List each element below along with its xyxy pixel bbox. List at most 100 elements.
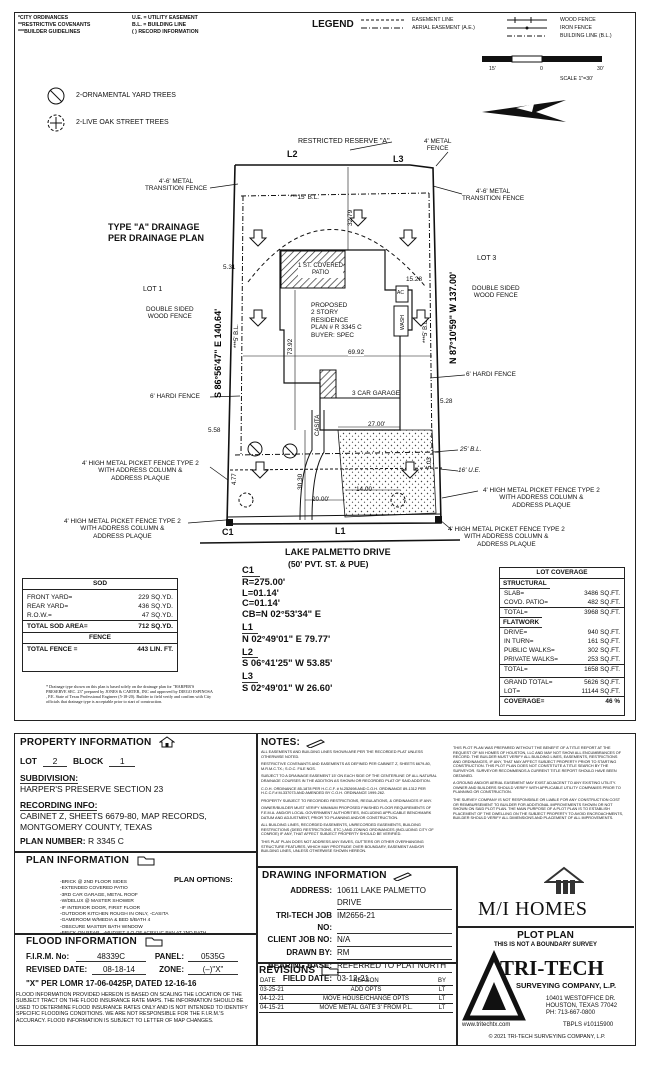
residence-label: PROPOSED 2 STORY RESIDENCE PLAN # R 3345… xyxy=(311,302,362,339)
revised-date-value: 08-18-14 xyxy=(92,965,146,975)
coverage-percent: COVERAGE=46 % xyxy=(500,696,624,706)
builder-guidelines-label: ***BUILDER GUIDELINES xyxy=(18,29,81,35)
drawing-info-title: DRAWING INFORMATION xyxy=(262,870,387,881)
lot1-label: LOT 1 xyxy=(143,286,163,293)
revisions-title: REVISIONS xyxy=(259,965,316,976)
panel-value: 0535G xyxy=(188,952,238,962)
flatwork-heading: FLATWORK xyxy=(500,617,543,628)
scale-bar xyxy=(482,55,602,63)
bearing-base-label: BEARING BASE: xyxy=(267,961,332,970)
lot3-label: LOT 3 xyxy=(477,255,497,262)
dim-558-label: 5.58 xyxy=(208,427,221,434)
double-sided-fence-right-label: DOUBLE SIDED WOOD FENCE xyxy=(472,285,520,300)
drainage-type-label: TYPE "A" DRAINAGE PER DRAINAGE PLAN xyxy=(108,222,205,243)
flood-disclaimer: FLOOD INFORMATION PROVIDED HEREON IS BAS… xyxy=(16,992,248,1024)
plan-number-label: PLAN NUMBER: xyxy=(20,836,86,846)
tritech-phone: PH: 713-667-0800 xyxy=(546,1010,596,1016)
notes-title: NOTES: xyxy=(261,737,300,748)
drawing-info-divider xyxy=(456,866,458,1045)
bl5-left-text: ***5' B.L. xyxy=(234,324,240,348)
plot-plan-title: PLOT PLAN xyxy=(517,930,574,941)
coverage-row: LOT=11144 SQ.FT. xyxy=(504,688,620,695)
fence-total: TOTAL FENCE =443 LIN. FT. xyxy=(27,646,173,653)
note-item: THIS PLAT PLAN DOES NOT ADDRESS ANY EAVE… xyxy=(261,839,425,854)
revisions-header-row: DATE REASON BY xyxy=(259,977,453,986)
legend-symbols xyxy=(361,17,547,37)
folder-icon xyxy=(321,966,339,976)
legend-title: LEGEND xyxy=(312,19,354,30)
sod-row: FRONT YARD=229 SQ.YD. xyxy=(27,594,173,601)
ornamental-tree-icon xyxy=(47,87,65,105)
recording-info-label: RECORDING INFO: xyxy=(20,800,98,811)
divider xyxy=(15,933,256,935)
subdivision-value: HARPER'S PRESERVE SECTION 23 xyxy=(20,784,164,794)
lomr-text: "X" PER LOMR 17-06-0425P, DATED 12-16-16 xyxy=(26,979,197,988)
dim-528-label: 5.28 xyxy=(440,398,453,405)
mi-homes-name: M/I HOMES xyxy=(478,898,588,920)
notes-section: NOTES: ALL EASEMENTS AND BUILDING LINES … xyxy=(261,737,629,857)
sod-row: REAR YARD=436 SQ.YD. xyxy=(27,603,173,610)
plot-sheet-frame xyxy=(14,12,636,721)
dim-1400-label: 14.00 xyxy=(356,486,372,493)
fence-title: FENCE xyxy=(23,632,177,644)
revision-reason: ADD OPTS xyxy=(301,985,431,995)
wash-text: WASH xyxy=(400,315,406,330)
structural-heading: STRUCTURAL xyxy=(500,579,550,589)
house-icon xyxy=(159,736,176,748)
revised-date-label: REVISED DATE: xyxy=(26,965,88,974)
curve-c1: C1 xyxy=(242,564,260,577)
drawn-by-value: RM xyxy=(337,947,452,960)
scale-tick-3: 30' xyxy=(597,66,604,72)
curve-data: C1 R=275.00' L=01.14' C=01.14' CB=N 02°5… xyxy=(242,564,333,694)
coverage-row: COVD. PATIO=482 SQ.FT. xyxy=(504,599,620,606)
pencil-icon xyxy=(392,871,412,881)
mi-homes-divider xyxy=(457,926,634,928)
revisions-header: DATE xyxy=(259,977,301,986)
note-item: C.O.H. ORDINANCE 85-1878 PER H.C.C.F. # … xyxy=(261,786,426,796)
tritech-name: TRI-TECH xyxy=(500,956,604,980)
recording-info-value: CABINET Z, SHEETS 6679-80, MAP RECORDS, … xyxy=(20,811,207,832)
coverage-title: LOT COVERAGE xyxy=(500,568,624,579)
bl15-label: ***15' B.L. xyxy=(290,194,319,201)
rec-info-label: ( ) RECORD INFORMATION xyxy=(132,29,199,35)
dim-503-text: 5.03 xyxy=(427,457,433,469)
ornamental-trees-label: 2-ORNAMENTAL YARD TREES xyxy=(76,92,176,99)
table-row: 04-12-21 MOVE HOUSE/CHANGE OPTS LT xyxy=(259,994,453,1004)
coverage-row: PRIVATE WALKS=253 SQ.FT. xyxy=(504,656,620,663)
revision-by: LT xyxy=(431,1003,453,1013)
property-info-title: PROPERTY INFORMATION xyxy=(20,736,152,748)
dim-7392-text: 73.92 xyxy=(287,338,294,355)
line-l3-value: S 02°49'01" W 26.60' xyxy=(242,681,333,693)
bearing-base-value: REFERRED TO PLAT NORTH xyxy=(337,960,452,973)
city-ordinances-label: *CITY ORDINANCES xyxy=(18,15,69,21)
c1-plot-label: C1 xyxy=(222,527,234,537)
left-column-divider xyxy=(256,734,258,1045)
legend-aerial-easement: AERIAL EASEMENT (A.E.) xyxy=(412,25,475,31)
client-job-label: CLIENT JOB NO: xyxy=(267,935,332,944)
coverage-row: DRIVE=940 SQ.FT. xyxy=(504,629,620,636)
sod-row: R.O.W.=47 SQ.YD. xyxy=(27,612,173,619)
tritech-logo-icon xyxy=(462,950,526,1021)
revisions-header: BY xyxy=(431,977,453,986)
ac-label: AC xyxy=(397,290,404,296)
note-item: THIS PLOT PLAN WAS PREPARED WITHOUT THE … xyxy=(453,746,622,778)
notes-column-1: ALL EASEMENTS AND BUILDING LINES SHOWN A… xyxy=(261,750,443,857)
ue-label: U.E. = UTILITY EASEMENT xyxy=(132,15,198,21)
tritech-website: www.tritechtx.com xyxy=(462,1022,511,1028)
double-sided-fence-left-label: DOUBLE SIDED WOOD FENCE xyxy=(146,306,194,321)
lot-coverage-table: LOT COVERAGE STRUCTURAL SLAB=3486 SQ.FT.… xyxy=(499,567,625,716)
bl5-right-text: ***5' B.L. xyxy=(423,319,429,343)
curve-r: R=275.00' xyxy=(242,575,286,587)
l3-label: L3 xyxy=(393,154,404,164)
divider xyxy=(15,851,256,853)
coverage-row: SLAB=3486 SQ.FT. xyxy=(504,590,620,597)
table-row: 03-25-21 ADD OPTS LT xyxy=(259,985,453,995)
legend-building-line: BUILDING LINE (B.L.) xyxy=(560,33,612,39)
revision-reason: MOVE METAL GATE 3' FROM P.L. xyxy=(301,1003,431,1013)
client-job-value: N/A xyxy=(337,934,452,947)
covered-patio-label: 1 ST. COVERED PATIO xyxy=(298,263,344,278)
note-item: ALL BUILDING LINES, RECORDED EASEMENTS, … xyxy=(261,823,434,837)
drainage-note: * Drainage type shown on this plan is ba… xyxy=(46,684,213,704)
sod-title: SOD xyxy=(23,579,177,590)
